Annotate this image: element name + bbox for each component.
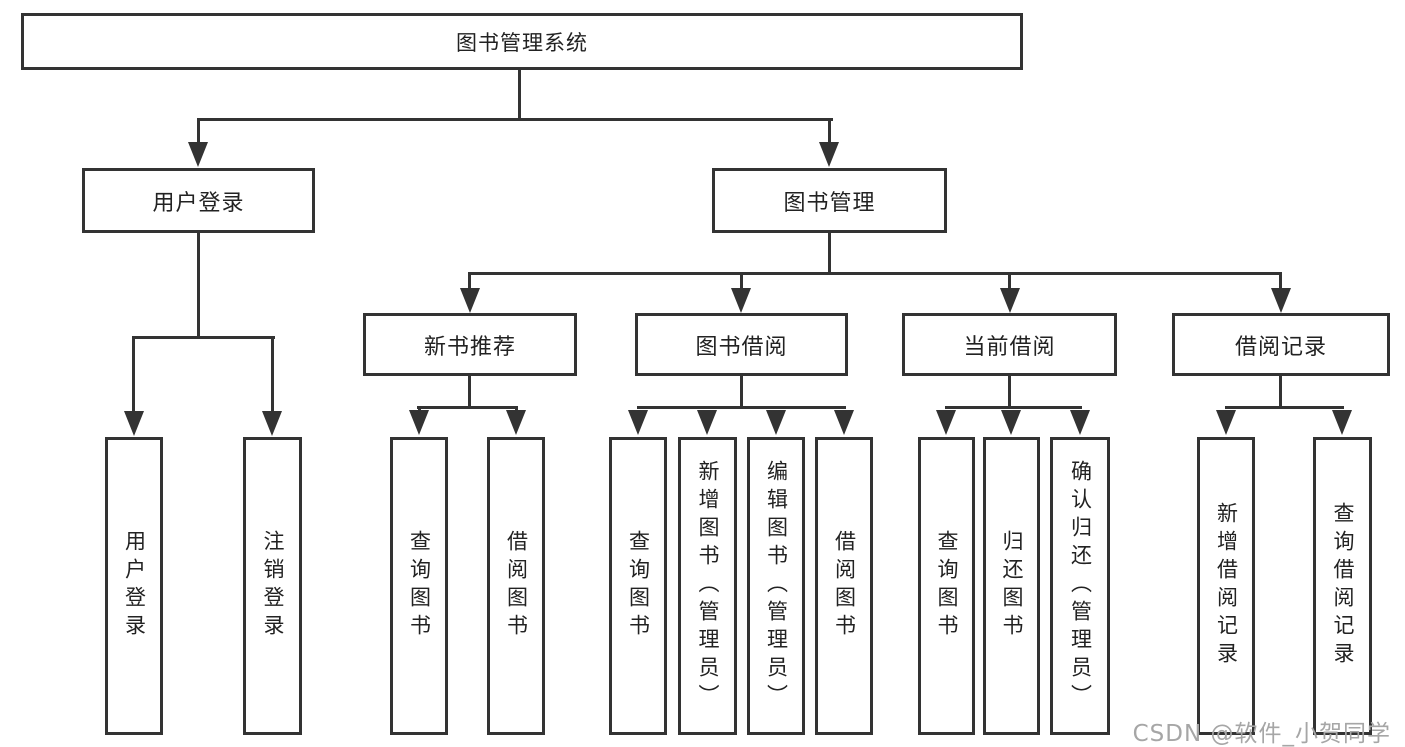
arrowhead-borrowing-records <box>1271 288 1291 313</box>
connector-current-crossbar <box>945 406 1082 409</box>
node-new-book-recommendation: 新书推荐 <box>363 313 577 376</box>
node-label: 借阅记录 <box>1234 334 1327 360</box>
arrowhead-bb-borrow <box>834 410 854 435</box>
leaf-borrowing-query-books: 查询图书 <box>609 437 667 735</box>
node-label: 图书管理系统 <box>456 30 588 55</box>
node-label: 当前借阅 <box>963 334 1056 360</box>
leaf-label: 查询图书 <box>935 530 959 642</box>
connector-bookmgmt-trunk <box>828 233 831 275</box>
leaf-current-confirm-return-admin: 确认归还（管理员） <box>1050 437 1110 735</box>
leaf-current-query-books: 查询图书 <box>918 437 975 735</box>
leaf-label: 查询图书 <box>407 530 432 642</box>
node-label: 图书管理 <box>783 190 876 216</box>
leaf-borrowing-borrow-books: 借阅图书 <box>815 437 873 735</box>
arrowhead-new-book <box>460 288 480 313</box>
arrowhead-nb-query <box>409 410 429 435</box>
connector-records-trunk <box>1279 376 1282 409</box>
node-root-library-management-system: 图书管理系统 <box>21 13 1023 70</box>
connector-userlogin-trunk <box>197 233 200 338</box>
arrowhead-leaf-user-login <box>124 411 144 436</box>
arrowhead-bb-add <box>697 410 717 435</box>
leaf-label: 查询图书 <box>626 530 651 642</box>
leaf-label: 确认归还（管理员） <box>1068 460 1093 712</box>
arrowhead-bb-edit <box>766 410 786 435</box>
leaf-user-login: 用户登录 <box>105 437 163 735</box>
leaf-label: 新增图书（管理员） <box>696 460 720 712</box>
leaf-label: 新增借阅记录 <box>1214 502 1239 670</box>
leaf-records-query-record: 查询借阅记录 <box>1313 437 1372 735</box>
connector-borrowing-crossbar <box>637 406 846 409</box>
connector-newbooks-trunk <box>468 376 471 409</box>
node-book-borrowing: 图书借阅 <box>635 313 848 376</box>
leaf-current-return-books: 归还图书 <box>983 437 1040 735</box>
arrowhead-book-management <box>819 142 839 167</box>
arrowhead-current-borrowing <box>1000 288 1020 313</box>
connector-stem-book-borrowing <box>740 272 743 292</box>
connector-newbooks-crossbar <box>417 406 518 409</box>
node-current-borrowing: 当前借阅 <box>902 313 1117 376</box>
leaf-label: 编辑图书（管理员） <box>764 460 789 712</box>
connector-stem-borrowing-records <box>1279 272 1282 292</box>
connector-bookmgmt-crossbar <box>468 272 1282 275</box>
leaf-records-add-record: 新增借阅记录 <box>1197 437 1255 735</box>
csdn-watermark: CSDN @软件_小贺同学 <box>1132 721 1391 747</box>
arrowhead-bb-query <box>628 410 648 435</box>
leaf-label: 查询借阅记录 <box>1331 502 1355 670</box>
leaf-borrowing-edit-books-admin: 编辑图书（管理员） <box>747 437 805 735</box>
connector-stem-user-login <box>197 118 200 146</box>
leaf-newbooks-query-books: 查询图书 <box>390 437 448 735</box>
arrowhead-nb-borrow <box>506 410 526 435</box>
connector-root-trunk <box>518 70 521 120</box>
node-book-management: 图书管理 <box>712 168 947 233</box>
leaf-newbooks-borrow-books: 借阅图书 <box>487 437 545 735</box>
arrowhead-book-borrowing <box>731 288 751 313</box>
arrowhead-br-add <box>1216 410 1236 435</box>
node-label: 用户登录 <box>152 190 245 216</box>
arrowhead-cb-return <box>1001 410 1021 435</box>
leaf-label: 借阅图书 <box>504 530 529 642</box>
node-user-login: 用户登录 <box>82 168 315 233</box>
arrowhead-cb-query <box>936 410 956 435</box>
node-borrowing-records: 借阅记录 <box>1172 313 1390 376</box>
leaf-label: 用户登录 <box>122 530 147 642</box>
connector-stem-current-borrowing <box>1008 272 1011 292</box>
node-label: 图书借阅 <box>695 334 788 360</box>
connector-current-trunk <box>1008 376 1011 409</box>
connector-records-crossbar <box>1225 406 1344 409</box>
connector-stem-new-book <box>468 272 471 292</box>
connector-borrowing-trunk <box>740 376 743 409</box>
connector-root-crossbar <box>197 118 833 121</box>
leaf-label: 注销登录 <box>261 530 285 642</box>
leaf-label: 归还图书 <box>1000 530 1024 642</box>
node-label: 新书推荐 <box>423 334 516 360</box>
arrowhead-leaf-logout <box>262 411 282 436</box>
connector-stem-leaf-user-login <box>132 336 135 414</box>
connector-stem-book-management <box>828 118 831 146</box>
leaf-label: 借阅图书 <box>832 530 857 642</box>
leaf-logout: 注销登录 <box>243 437 302 735</box>
connector-userlogin-crossbar <box>132 336 275 339</box>
leaf-borrowing-add-books-admin: 新增图书（管理员） <box>678 437 737 735</box>
arrowhead-user-login <box>188 142 208 167</box>
connector-stem-leaf-logout <box>271 336 274 414</box>
arrowhead-br-query <box>1332 410 1352 435</box>
arrowhead-cb-confirm <box>1070 410 1090 435</box>
